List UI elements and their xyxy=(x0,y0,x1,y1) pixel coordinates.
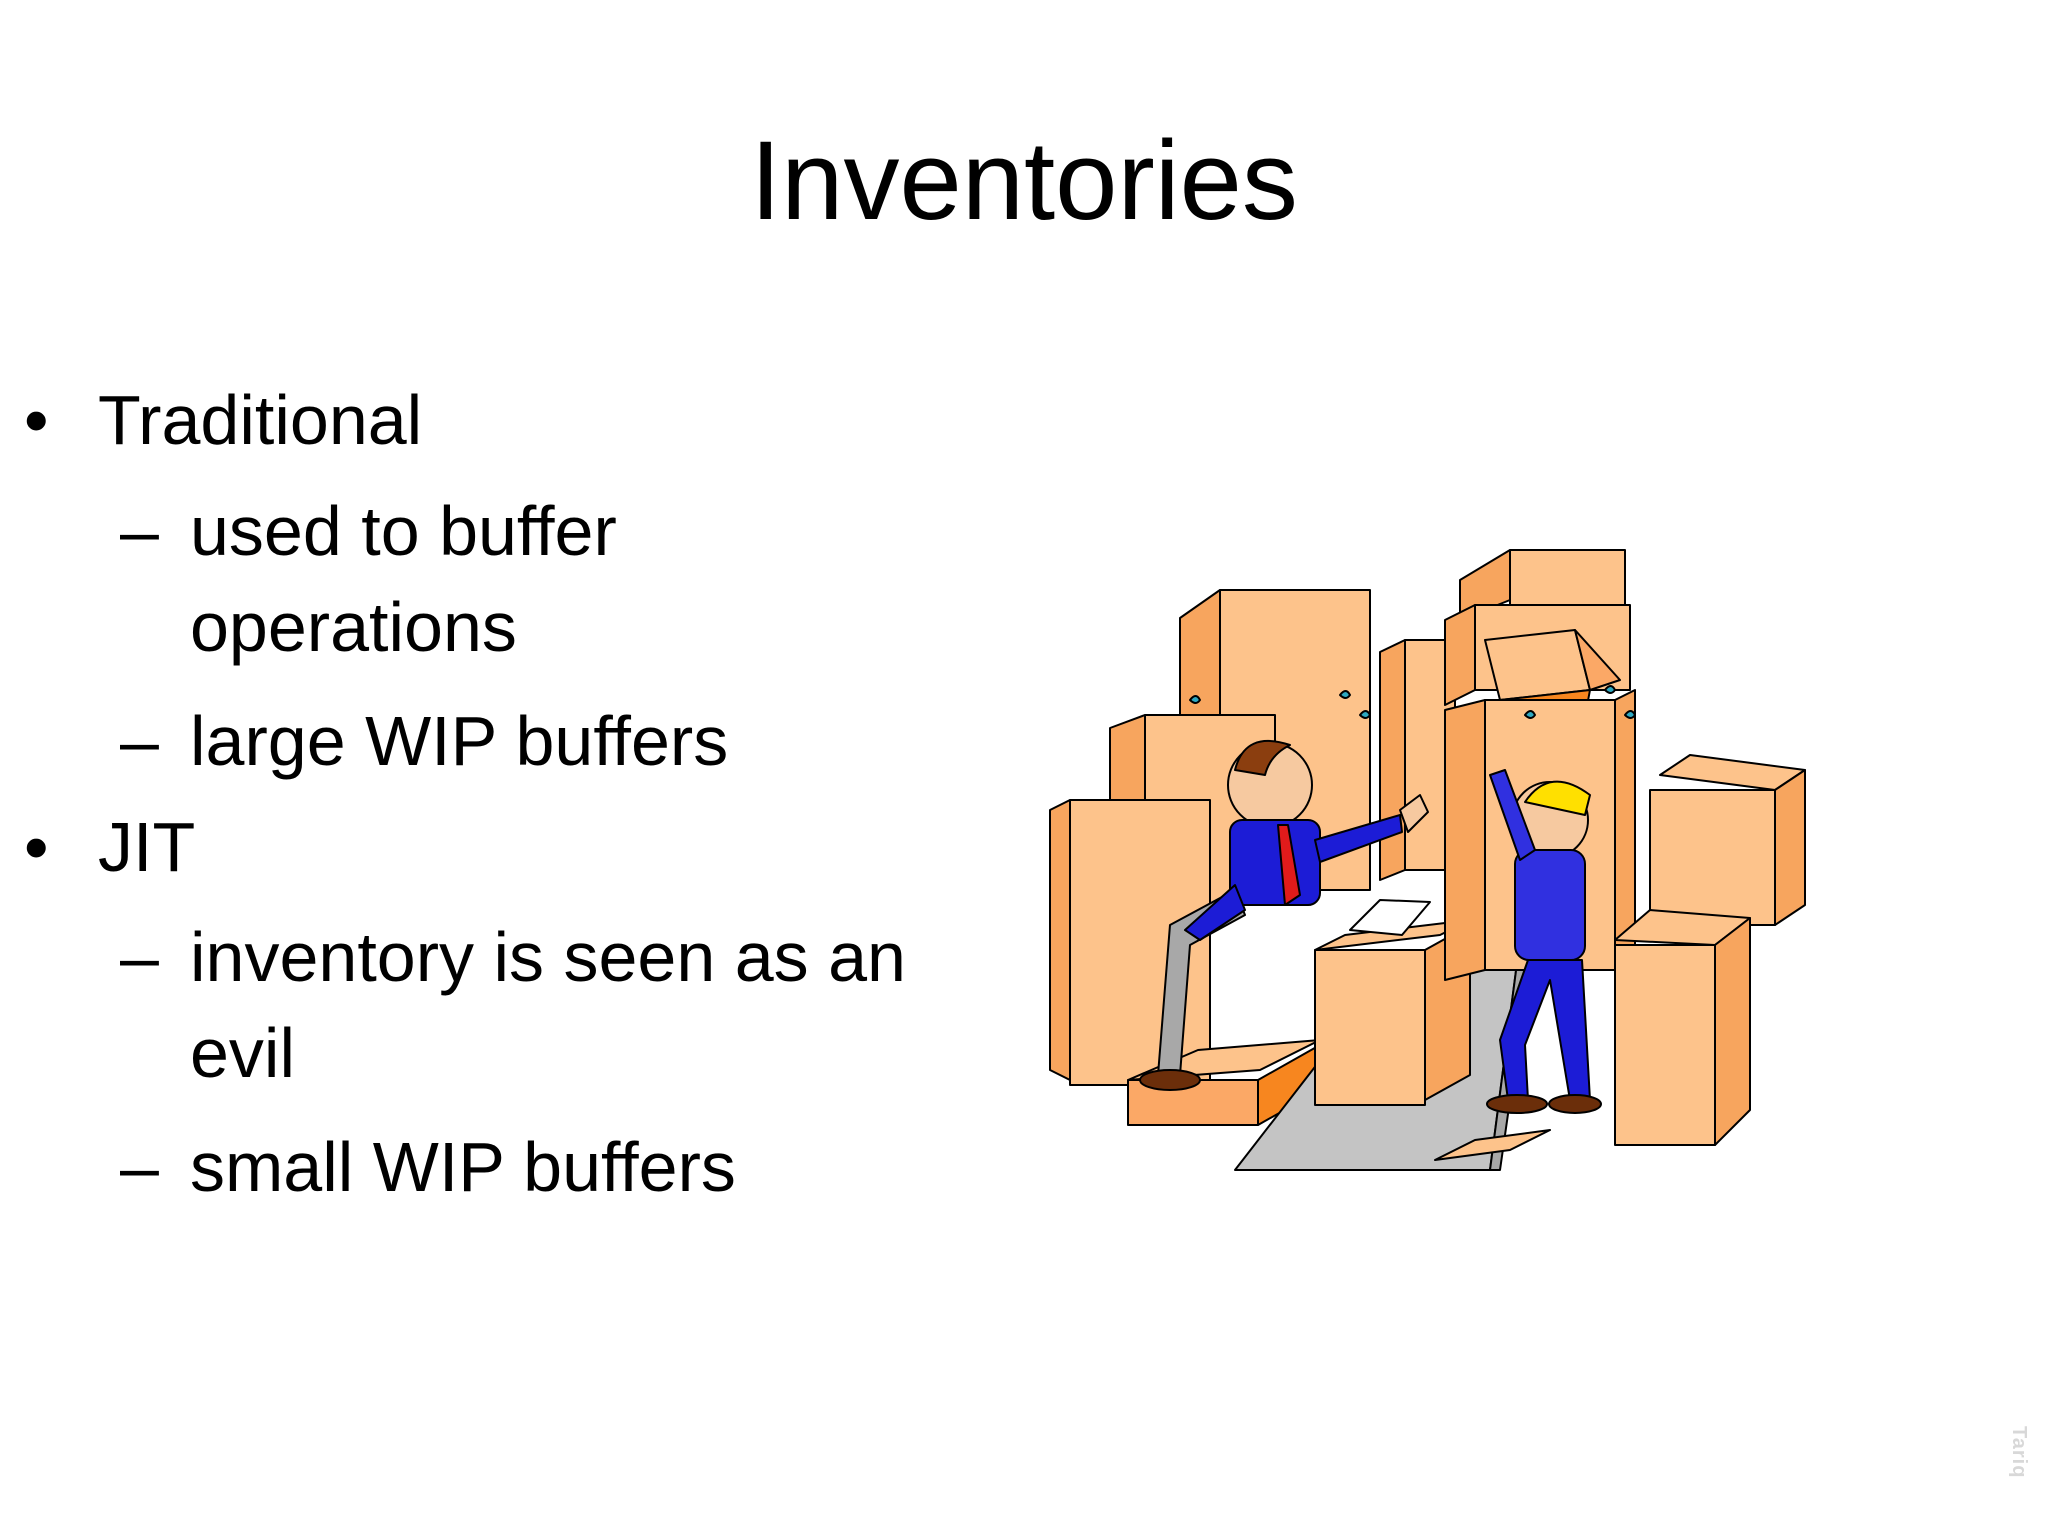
bullet-traditional: • Traditional xyxy=(0,380,980,461)
watermark-text: Tariq xyxy=(2008,1426,2030,1479)
sub-bullet-line: operations xyxy=(190,587,517,666)
sub-bullet-dash: – xyxy=(120,1128,159,1206)
sub-bullet-buffer-operations: – used to buffer operations xyxy=(0,483,980,675)
sub-bullet-line: small WIP buffers xyxy=(190,1128,736,1206)
bullet-label: JIT xyxy=(98,807,196,886)
sub-bullet-large-wip: – large WIP buffers xyxy=(0,693,980,789)
sub-bullet-inventory-evil: – inventory is seen as an evil xyxy=(0,909,980,1101)
workers-with-falling-boxes-clipart xyxy=(1049,549,1806,1171)
bullet-jit: • JIT xyxy=(0,807,980,888)
sub-bullet-dash: – xyxy=(120,701,159,780)
sub-bullet-small-wip: – small WIP buffers xyxy=(0,1119,980,1215)
slide-title: Inventories xyxy=(750,118,1298,243)
sub-bullet-dash: – xyxy=(120,491,159,570)
sub-bullet-line: used to buffer xyxy=(190,491,617,570)
bullet-dot: • xyxy=(24,807,49,886)
sub-bullet-line: evil xyxy=(190,1014,296,1092)
bullet-dot: • xyxy=(24,381,49,459)
bullet-label: Traditional xyxy=(98,381,423,459)
sub-bullet-line: large WIP buffers xyxy=(190,701,729,780)
bullet-list: • Traditional – used to buffer operation… xyxy=(0,380,980,1233)
sub-bullet-line: inventory is seen as an xyxy=(190,918,906,996)
sub-bullet-dash: – xyxy=(120,918,159,996)
